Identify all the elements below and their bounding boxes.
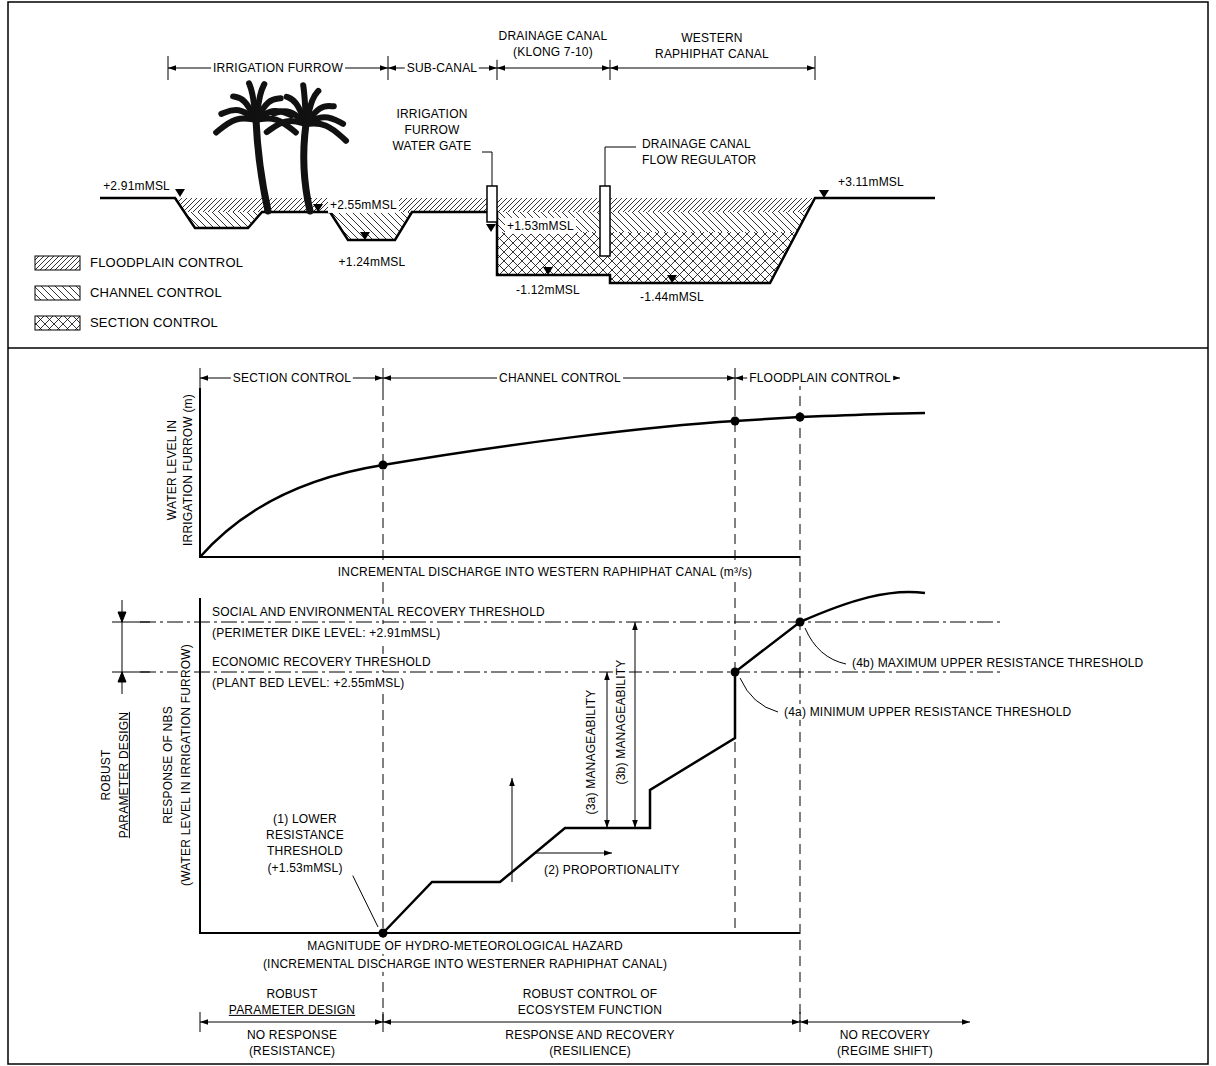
diagram-label: ROBUST [264,986,319,1002]
diagram-label: (PERIMETER DIKE LEVEL: +2.91mMSL) [210,625,442,641]
diagram-label: INCREMENTAL DISCHARGE INTO WESTERN RAPHI… [336,564,754,580]
leader-line [482,152,492,186]
bracket [112,600,150,694]
diagram-label: WATER LEVEL IN IRRIGATION FURROW (m) [164,383,196,557]
diagram-label: ROBUST [98,747,114,802]
diagram-label: +1.24mMSL [337,254,408,270]
legend-label: CHANNEL CONTROL [88,284,224,302]
chart-axis [200,388,800,557]
dashed-guide [383,380,800,1022]
palm-tree [256,120,310,211]
diagram-label: ROBUST CONTROL OF ECOSYSTEM FUNCTION [508,986,672,1018]
diagram-label: (2) PROPORTIONALITY [542,862,682,878]
diagram-label: (1) LOWER RESISTANCE THRESHOLD (+1.53mMS… [253,811,357,876]
diagram-label: FLOODPLAIN CONTROL [747,370,893,386]
legend-swatch [35,256,80,270]
indicator-arrow [512,622,635,882]
curve-point [379,413,805,470]
diagram-label: (INCREMENTAL DISCHARGE INTO WESTERNER RA… [261,956,669,972]
diagram-label: +1.53mMSL [505,218,576,234]
level-marker [175,189,829,283]
diagram-label: RESPONSE OF NBS [160,704,176,826]
diagram-label: -1.44mMSL [638,289,706,305]
leader-line [605,147,636,186]
diagram-label: ECONOMIC RECOVERY THRESHOLD [210,654,433,670]
diagram-label: +2.91mMSL [101,178,172,194]
diagram-label: (4a) MINIMUM UPPER RESISTANCE THRESHOLD [782,704,1073,720]
frame [8,2,1208,1064]
diagram-label: MAGNITUDE OF HYDRO-METEOROLOGICAL HAZARD [305,938,625,954]
legend-swatch [35,316,80,330]
leader-line [350,628,846,927]
diagram-label: DRAINAGE CANAL (KLONG 7-10) [489,28,618,60]
response-curve [383,592,925,933]
legend-swatch [35,286,80,300]
diagram-label: (4b) MAXIMUM UPPER RESISTANCE THRESHOLD [850,655,1145,671]
diagram-label: (3b) MANAGEABILITY [613,658,629,787]
diagram-label: (PLANT BED LEVEL: +2.55mMSL) [210,675,406,691]
diagram-label: CHANNEL CONTROL [497,370,623,386]
dimension-line [200,368,900,390]
legend-label: FLOODPLAIN CONTROL [88,254,245,272]
diagram-label: SUB-CANAL [405,60,479,76]
channel-hatch [330,212,412,240]
diagram-label: +3.11mMSL [836,174,906,190]
diagram-label: NO RECOVERY (REGIME SHIFT) [826,1027,945,1059]
divider [8,347,1208,349]
diagram-label: RESPONSE AND RECOVERY (RESILIENCE) [498,1027,682,1059]
flow-regulator [600,186,610,256]
diagram-label: (WATER LEVEL IN IRRIGATION FURROW) [178,642,194,888]
curve-point [379,618,805,938]
diagram-label: +2.55mMSL [328,197,399,213]
water-gate [487,186,497,222]
diagram-label: (3a) MANAGEABILITY [583,688,599,817]
legend-label: SECTION CONTROL [88,314,220,332]
diagram-label: PARAMETER DESIGN [227,1002,357,1018]
diagram-label: PARAMETER DESIGN [116,710,132,840]
diagram-label: DRAINAGE CANAL FLOW REGULATOR [640,136,774,168]
diagram-label: NO RESPONSE (RESISTANCE) [235,1027,349,1059]
diagram-label: IRRIGATION FURROW [211,60,345,76]
diagram-label: -1.12mMSL [514,282,582,298]
palm-fronds [216,83,346,140]
palm-frond [216,118,256,132]
diagram-label: SOCIAL AND ENVIRONMENTAL RECOVERY THRESH… [210,604,547,620]
rating-curve [200,413,925,557]
palm-frond [267,121,306,132]
diagram-label: IRRIGATION FURROW WATER GATE [384,106,480,155]
palm-frond [306,123,346,140]
diagram-label: WESTERN RAPHIPHAT CANAL [649,30,775,62]
diagram-label: SECTION CONTROL [231,370,353,386]
